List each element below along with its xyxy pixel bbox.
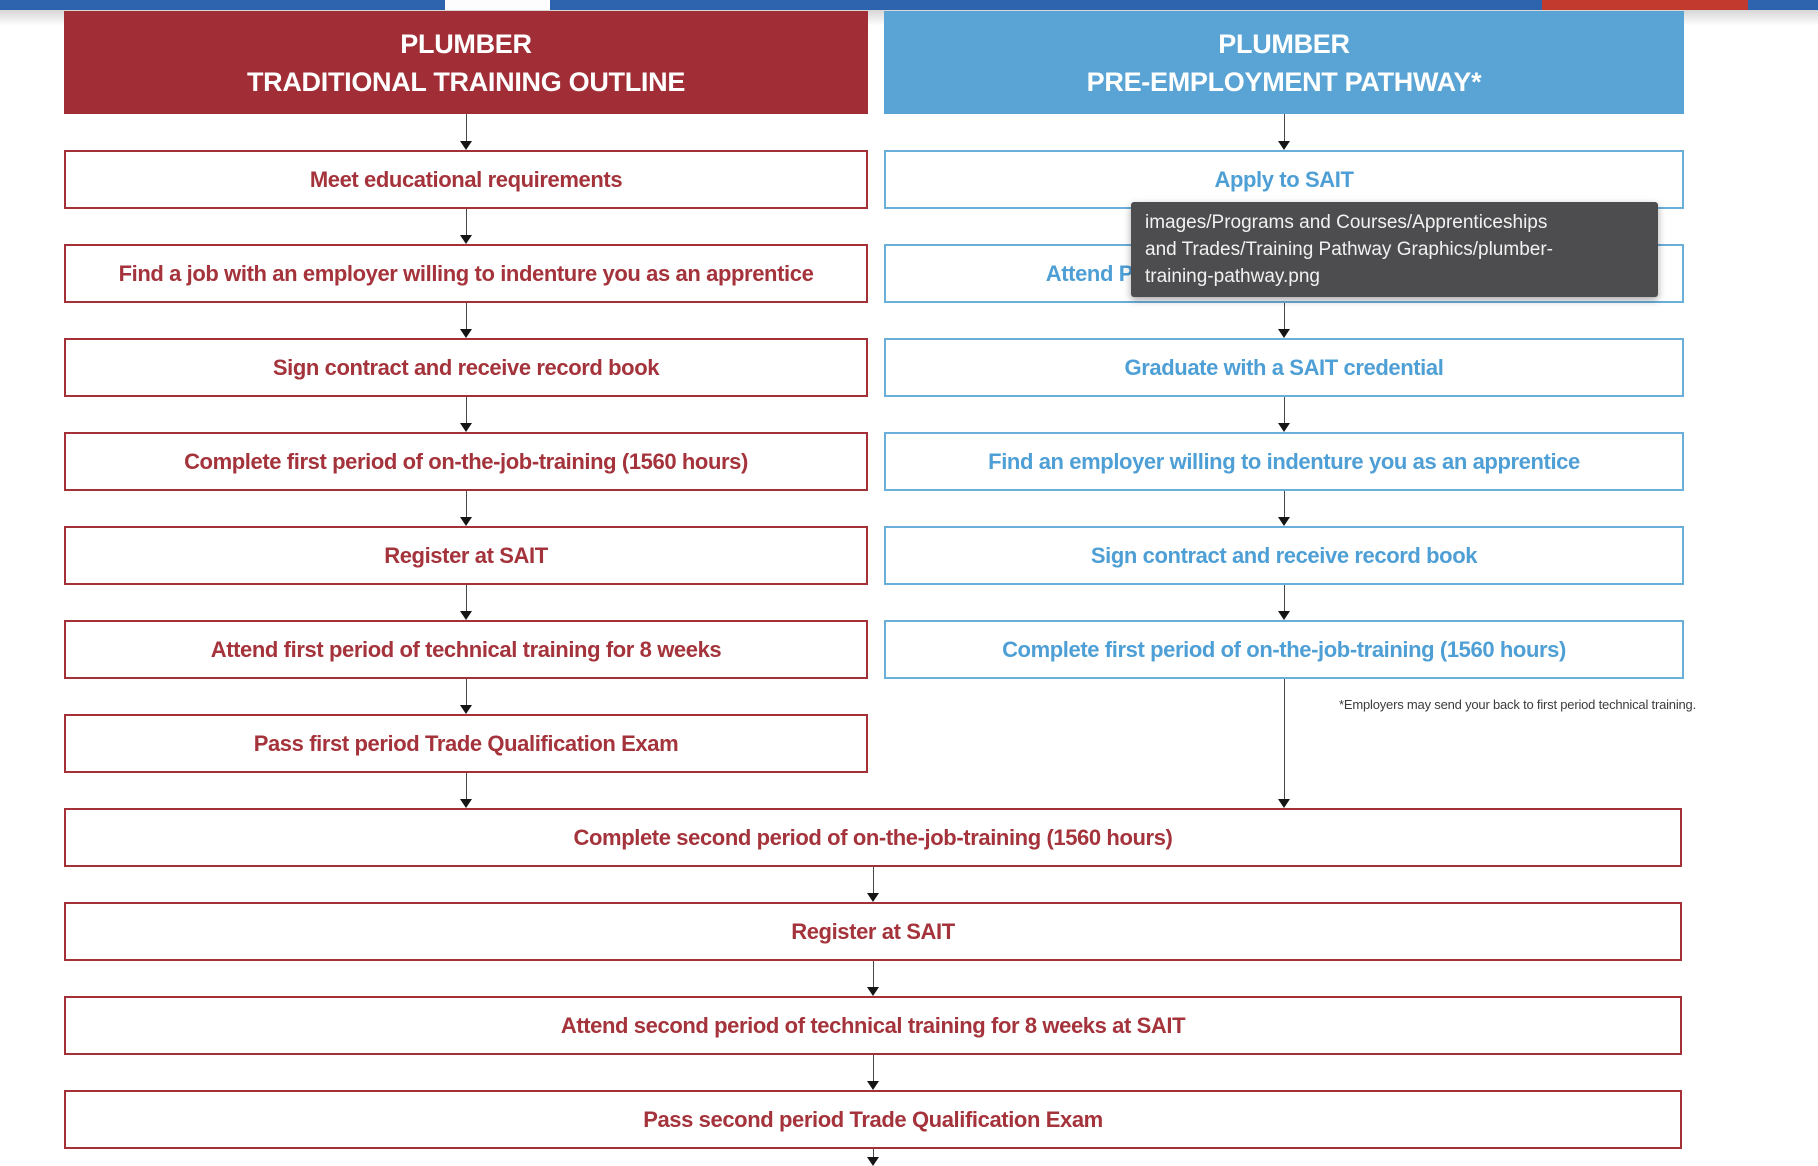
flow-step-box: Pass second period Trade Qualification E…: [64, 1090, 1682, 1149]
browser-theme-bar: [550, 0, 1542, 10]
step-label: Apply to SAIT: [1214, 166, 1354, 192]
down-arrow-icon: [1277, 679, 1291, 808]
step-label: Register at SAIT: [791, 918, 955, 944]
step-label: Find a job with an employer willing to i…: [118, 260, 814, 286]
header-line: TRADITIONAL TRAINING OUTLINE: [246, 66, 686, 97]
left-column-header: PLUMBER TRADITIONAL TRAINING OUTLINE: [64, 11, 868, 114]
right-column-header: PLUMBER PRE-EMPLOYMENT PATHWAY*: [884, 11, 1684, 114]
down-arrow-icon: [459, 679, 473, 714]
down-arrow-icon: [459, 773, 473, 808]
step-label: Pass first period Trade Qualification Ex…: [253, 730, 679, 756]
browser-theme-bar: [0, 0, 445, 10]
flow-step-box: Attend second period of technical traini…: [64, 996, 1682, 1055]
flow-step-box: Register at SAIT: [64, 902, 1682, 961]
down-arrow-icon: [1277, 303, 1291, 338]
flow-step-box: Apply to SAIT: [884, 150, 1684, 209]
flow-step-box: Sign contract and receive record book: [64, 338, 868, 397]
step-label: Complete first period of on-the-job-trai…: [1002, 636, 1566, 662]
employers-footnote: *Employers may send your back to first p…: [1339, 697, 1696, 712]
tooltip-line: images/Programs and Courses/Apprenticesh…: [1145, 212, 1548, 233]
tooltip-line: training-pathway.png: [1145, 266, 1320, 287]
down-arrow-icon: [866, 961, 880, 996]
step-label: Meet educational requirements: [309, 166, 623, 192]
down-arrow-icon: [866, 1149, 880, 1166]
flow-step-box: Complete first period of on-the-job-trai…: [64, 432, 868, 491]
flow-step-box: Register at SAIT: [64, 526, 868, 585]
flow-step-box: Graduate with a SAIT credential: [884, 338, 1684, 397]
down-arrow-icon: [1277, 397, 1291, 432]
flow-step-box: Meet educational requirements: [64, 150, 868, 209]
down-arrow-icon: [1277, 114, 1291, 150]
step-label: Complete second period of on-the-job-tra…: [573, 824, 1173, 850]
step-label: Sign contract and receive record book: [1090, 542, 1478, 568]
browser-accent-bar: [1542, 0, 1748, 10]
flow-step-box: Complete second period of on-the-job-tra…: [64, 808, 1682, 867]
browser-theme-bar: [1748, 0, 1818, 10]
down-arrow-icon: [866, 867, 880, 902]
down-arrow-icon: [459, 114, 473, 150]
down-arrow-icon: [459, 303, 473, 338]
down-arrow-icon: [459, 585, 473, 620]
image-path-tooltip: images/Programs and Courses/Apprenticesh…: [1131, 202, 1658, 297]
step-label: Attend first period of technical trainin…: [210, 636, 722, 662]
step-label: Sign contract and receive record book: [272, 354, 660, 380]
down-arrow-icon: [1277, 491, 1291, 526]
step-label: Register at SAIT: [384, 542, 548, 568]
flow-step-box: Find a job with an employer willing to i…: [64, 244, 868, 303]
active-tab-notch: [445, 0, 550, 10]
down-arrow-icon: [1277, 585, 1291, 620]
flow-step-box: Find an employer willing to indenture yo…: [884, 432, 1684, 491]
down-arrow-icon: [459, 491, 473, 526]
flow-step-box: Pass first period Trade Qualification Ex…: [64, 714, 868, 773]
step-label-partially-hidden: Attend P: [1045, 260, 1134, 286]
header-line: PLUMBER: [1218, 28, 1350, 59]
down-arrow-icon: [459, 209, 473, 244]
tooltip-line: and Trades/Training Pathway Graphics/plu…: [1145, 239, 1553, 260]
step-label: Pass second period Trade Qualification E…: [643, 1106, 1103, 1132]
flow-step-box: Sign contract and receive record book: [884, 526, 1684, 585]
step-label: Find an employer willing to indenture yo…: [988, 448, 1580, 474]
step-label: Complete first period of on-the-job-trai…: [184, 448, 748, 474]
step-label: Graduate with a SAIT credential: [1124, 354, 1444, 380]
step-label: Attend second period of technical traini…: [560, 1012, 1186, 1038]
down-arrow-icon: [866, 1055, 880, 1090]
header-line: PLUMBER: [400, 28, 532, 59]
down-arrow-icon: [459, 397, 473, 432]
flow-step-box: Attend first period of technical trainin…: [64, 620, 868, 679]
header-line: PRE-EMPLOYMENT PATHWAY*: [1086, 66, 1482, 97]
flow-step-box: Complete first period of on-the-job-trai…: [884, 620, 1684, 679]
